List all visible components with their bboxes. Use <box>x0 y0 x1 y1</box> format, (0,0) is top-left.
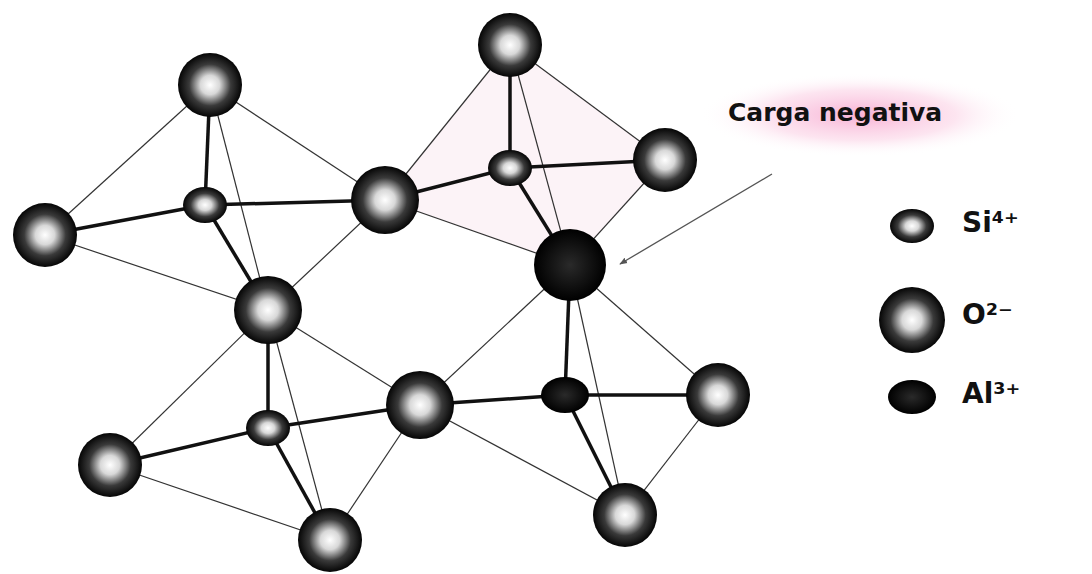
legend-label: Si⁴⁺ <box>962 206 1019 239</box>
legend-swatches <box>879 209 945 414</box>
bonds <box>45 45 718 540</box>
label-glow <box>700 73 1020 157</box>
face-tint <box>385 45 665 265</box>
oxygen-ions <box>13 13 750 572</box>
aluminium-ion <box>541 377 589 413</box>
legend-label: O²⁻ <box>962 298 1013 331</box>
silicon-ions <box>183 150 532 446</box>
charged-oxygen <box>534 229 606 301</box>
legend-label: Al³⁺ <box>962 377 1020 410</box>
callout-label: Carga negativa <box>728 98 942 127</box>
leader-line <box>620 174 772 264</box>
thin-edges <box>45 45 718 540</box>
